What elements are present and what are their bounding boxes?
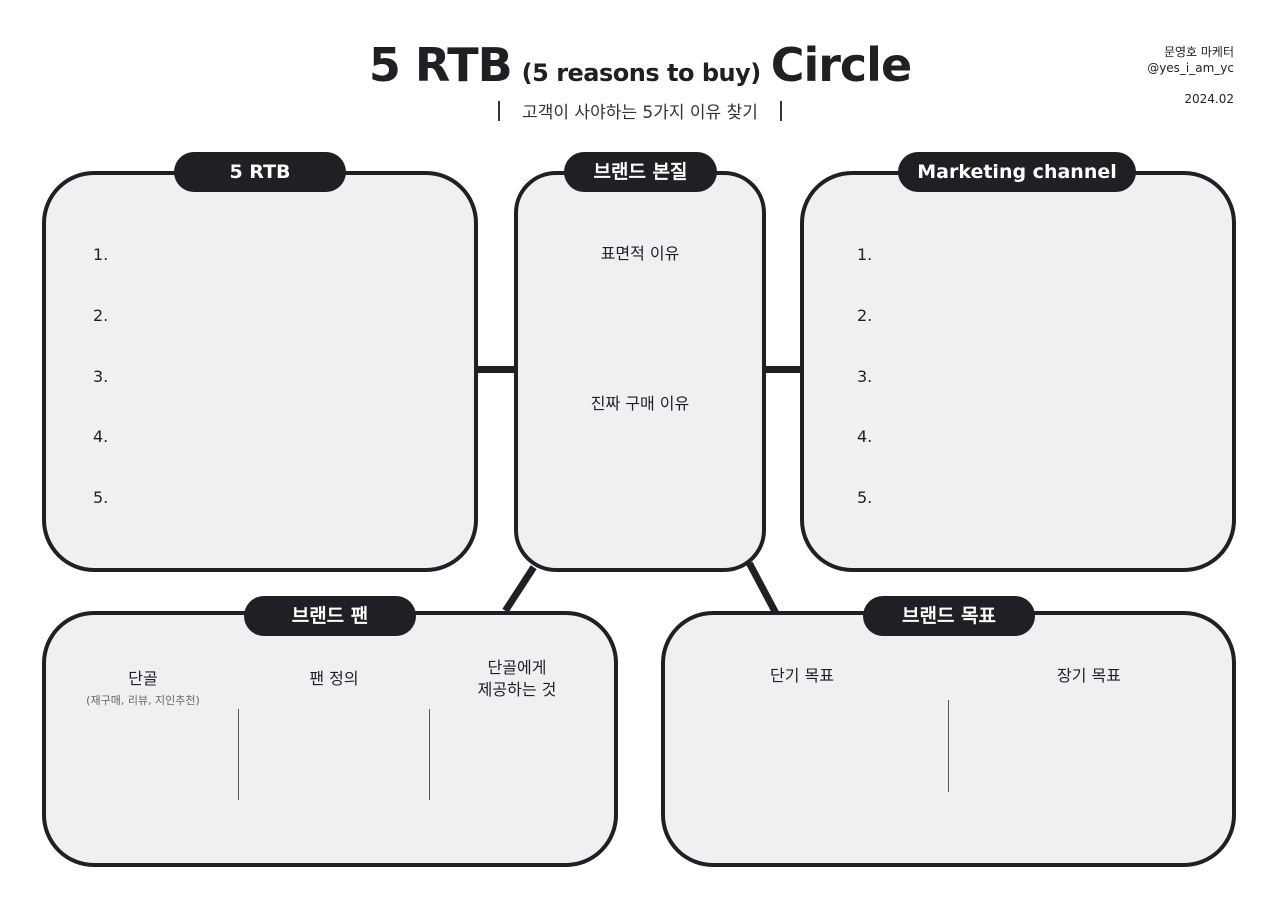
rtb-item-5: 5. — [93, 488, 109, 507]
title-main: 5 RTB — [368, 38, 513, 92]
goal-short-term: 단기 목표 — [770, 666, 834, 685]
author-name: 문영호 마케터 — [1163, 45, 1234, 59]
fan-col-offer-line1: 단골에게 — [487, 658, 547, 677]
connector-left — [476, 366, 516, 373]
connector-bottom-right — [746, 561, 779, 615]
title-end: Circle — [770, 38, 912, 92]
essence-box — [514, 171, 766, 572]
goal-long-term: 장기 목표 — [1057, 666, 1121, 685]
author-handle: @yes_i_am_yc — [1147, 61, 1234, 75]
essence-pill: 브랜드 본질 — [564, 152, 717, 192]
surface-reason-label: 표면적 이유 — [600, 244, 680, 263]
connector-bottom-left — [502, 565, 537, 613]
goal-divider — [948, 700, 949, 792]
rtb-item-1: 1. — [93, 245, 109, 264]
page-title: 5 RTB (5 reasons to buy) Circle — [0, 38, 1280, 98]
title-paren: (5 reasons to buy) — [521, 59, 762, 87]
subtitle-bar-right — [779, 100, 782, 121]
real-reason-label: 진짜 구매 이유 — [590, 394, 690, 413]
fan-col-offer: 단골에게 제공하는 것 — [437, 657, 597, 701]
fan-box — [42, 611, 618, 867]
date-label: 2024.02 — [1184, 92, 1234, 106]
rtb-box — [42, 171, 478, 572]
channel-item-2: 2. — [857, 306, 873, 325]
channel-box — [800, 171, 1236, 572]
author-block: 문영호 마케터 @yes_i_am_yc — [1147, 44, 1234, 76]
channel-item-4: 4. — [857, 427, 873, 446]
fan-col-regulars-note: (재구매, 리뷰, 지인추천) — [86, 694, 200, 707]
subtitle-text: 고객이 사야하는 5가지 이유 찾기 — [522, 103, 758, 123]
rtb-pill: 5 RTB — [174, 152, 346, 192]
goal-pill: 브랜드 목표 — [863, 596, 1035, 636]
fan-col-definition: 팬 정의 — [309, 669, 359, 688]
page-subtitle: 고객이 사야하는 5가지 이유 찾기 — [0, 98, 1280, 123]
fan-divider-2 — [429, 709, 430, 800]
channel-item-1: 1. — [857, 245, 873, 264]
fan-col-offer-line2: 제공하는 것 — [477, 680, 557, 699]
rtb-item-3: 3. — [93, 367, 109, 386]
rtb-item-4: 4. — [93, 427, 109, 446]
channel-pill: Marketing channel — [898, 152, 1136, 192]
fan-divider-1 — [238, 709, 239, 800]
connector-right — [764, 366, 804, 373]
fan-pill: 브랜드 팬 — [244, 596, 416, 636]
channel-item-5: 5. — [857, 488, 873, 507]
subtitle-bar-left — [498, 100, 501, 121]
rtb-item-2: 2. — [93, 306, 109, 325]
fan-col-regulars: 단골 — [128, 669, 158, 688]
channel-item-3: 3. — [857, 367, 873, 386]
